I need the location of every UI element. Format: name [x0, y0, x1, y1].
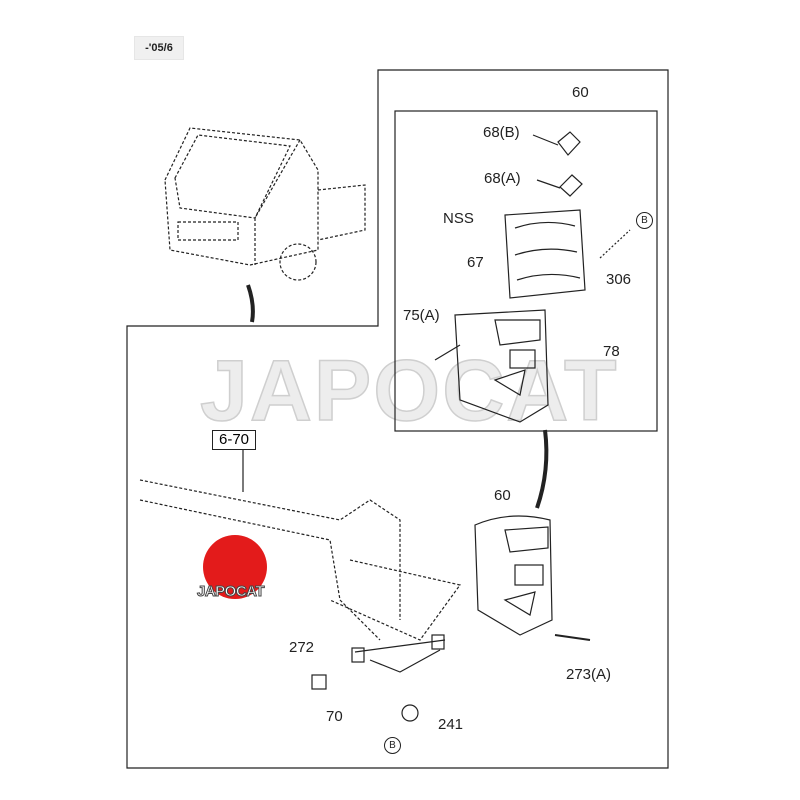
- harness-ref-box: 6-70: [212, 430, 257, 450]
- bulb-68a: [559, 174, 583, 197]
- callout-60-top: 60: [572, 84, 589, 101]
- harness-bracket: [351, 634, 446, 673]
- pointer-arrow-inset: [535, 429, 549, 509]
- leader-lines-bulbs: [532, 134, 561, 189]
- truck-illustration: [164, 127, 366, 281]
- callout-68a: 68(A): [484, 170, 521, 187]
- callout-78: 78: [603, 343, 620, 360]
- chassis-illustration: [139, 479, 462, 641]
- lamp-lens-upper: [454, 309, 549, 423]
- callout-nss: NSS: [443, 210, 474, 227]
- callout-273a: 273(A): [566, 666, 612, 683]
- logo-red-circle: [203, 535, 267, 599]
- logo-text: JAPOCAT: [196, 583, 265, 601]
- lamp-lens-lower: [474, 515, 553, 636]
- screw-306: [599, 229, 631, 259]
- grommet-241: [401, 704, 419, 722]
- inset-frame: [394, 110, 658, 432]
- japocat-logo: JAPOCAT: [196, 535, 279, 611]
- ref-b-bottom: B: [384, 737, 401, 754]
- ref-b-top: B: [636, 212, 653, 229]
- callout-70: 70: [326, 708, 343, 725]
- screw-75a: [434, 344, 461, 361]
- model-range-tag: -'05/6: [134, 36, 184, 60]
- callout-75a: 75(A): [403, 307, 440, 324]
- lamp-housing: [504, 209, 586, 299]
- callout-241: 241: [438, 716, 464, 733]
- callout-60-bottom: 60: [494, 487, 511, 504]
- bulb-68b: [557, 131, 581, 156]
- pointer-arrow-top: [246, 284, 255, 323]
- callout-306: 306: [606, 271, 632, 288]
- callout-272: 272: [289, 639, 315, 656]
- bolt-273a: [554, 634, 591, 641]
- callout-68b: 68(B): [483, 124, 520, 141]
- outer-frame: [126, 69, 669, 769]
- nut-70: [311, 674, 327, 690]
- callout-67: 67: [467, 254, 484, 271]
